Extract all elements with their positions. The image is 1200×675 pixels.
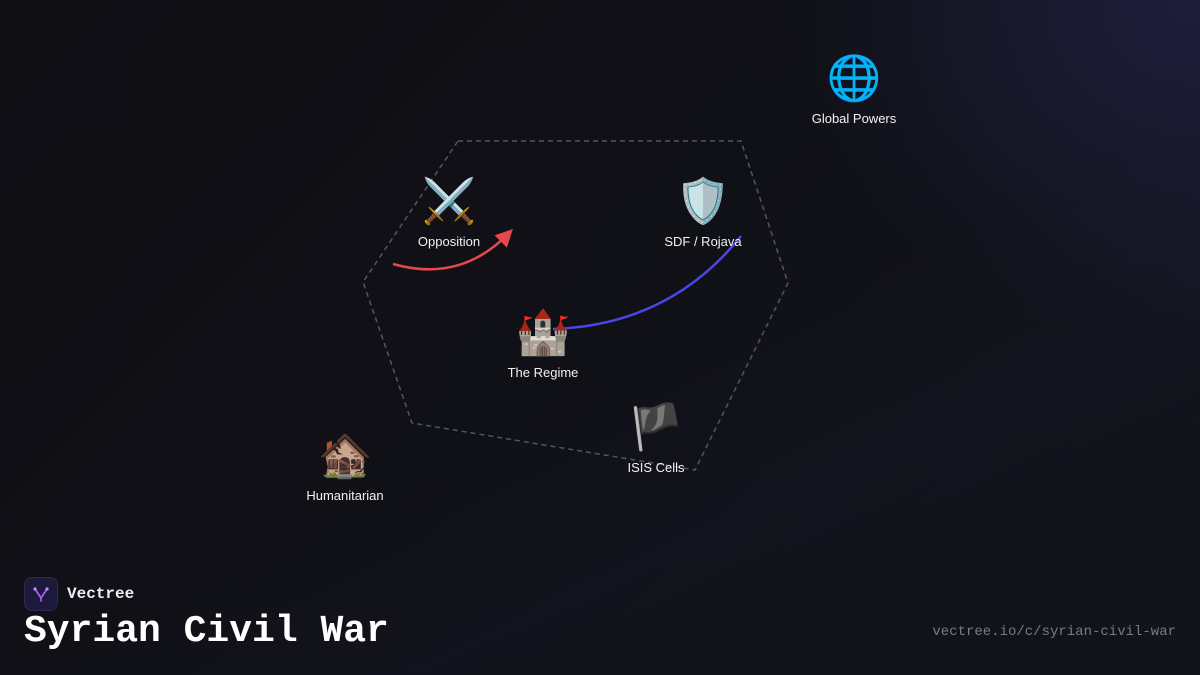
vectree-logo-icon (24, 577, 58, 611)
node-opposition[interactable]: ⚔️ Opposition (369, 176, 529, 249)
brand[interactable]: Vectree (24, 577, 134, 611)
edge-opposition-regime (392, 229, 513, 271)
node-global-powers[interactable]: 🌐 Global Powers (774, 53, 934, 126)
crossed-swords-icon: ⚔️ (421, 176, 477, 227)
node-regime[interactable]: 🏰 The Regime (463, 307, 623, 380)
derelict-house-icon: 🏚️ (317, 430, 373, 481)
node-label: Humanitarian (306, 488, 384, 503)
node-label: Opposition (417, 234, 481, 249)
black-flag-icon: 🏴 (628, 402, 684, 453)
node-label: ISIS Cells (627, 460, 685, 475)
shield-icon: 🛡️ (675, 176, 731, 227)
page-title: Syrian Civil War (24, 610, 389, 653)
node-label: SDF / Rojava (664, 234, 742, 249)
node-isis-cells[interactable]: 🏴 ISIS Cells (576, 402, 736, 475)
brand-name: Vectree (67, 585, 135, 603)
castle-icon: 🏰 (515, 307, 571, 358)
globe-icon: 🌐 (826, 53, 882, 104)
hexagon-boundary (362, 140, 789, 471)
node-label: The Regime (507, 365, 579, 380)
source-url[interactable]: vectree.io/c/syrian-civil-war (932, 624, 1176, 640)
edge-regime-sdf (552, 235, 742, 331)
node-label: Global Powers (811, 111, 897, 126)
node-humanitarian[interactable]: 🏚️ Humanitarian (265, 430, 425, 503)
node-sdf-rojava[interactable]: 🛡️ SDF / Rojava (623, 176, 783, 249)
